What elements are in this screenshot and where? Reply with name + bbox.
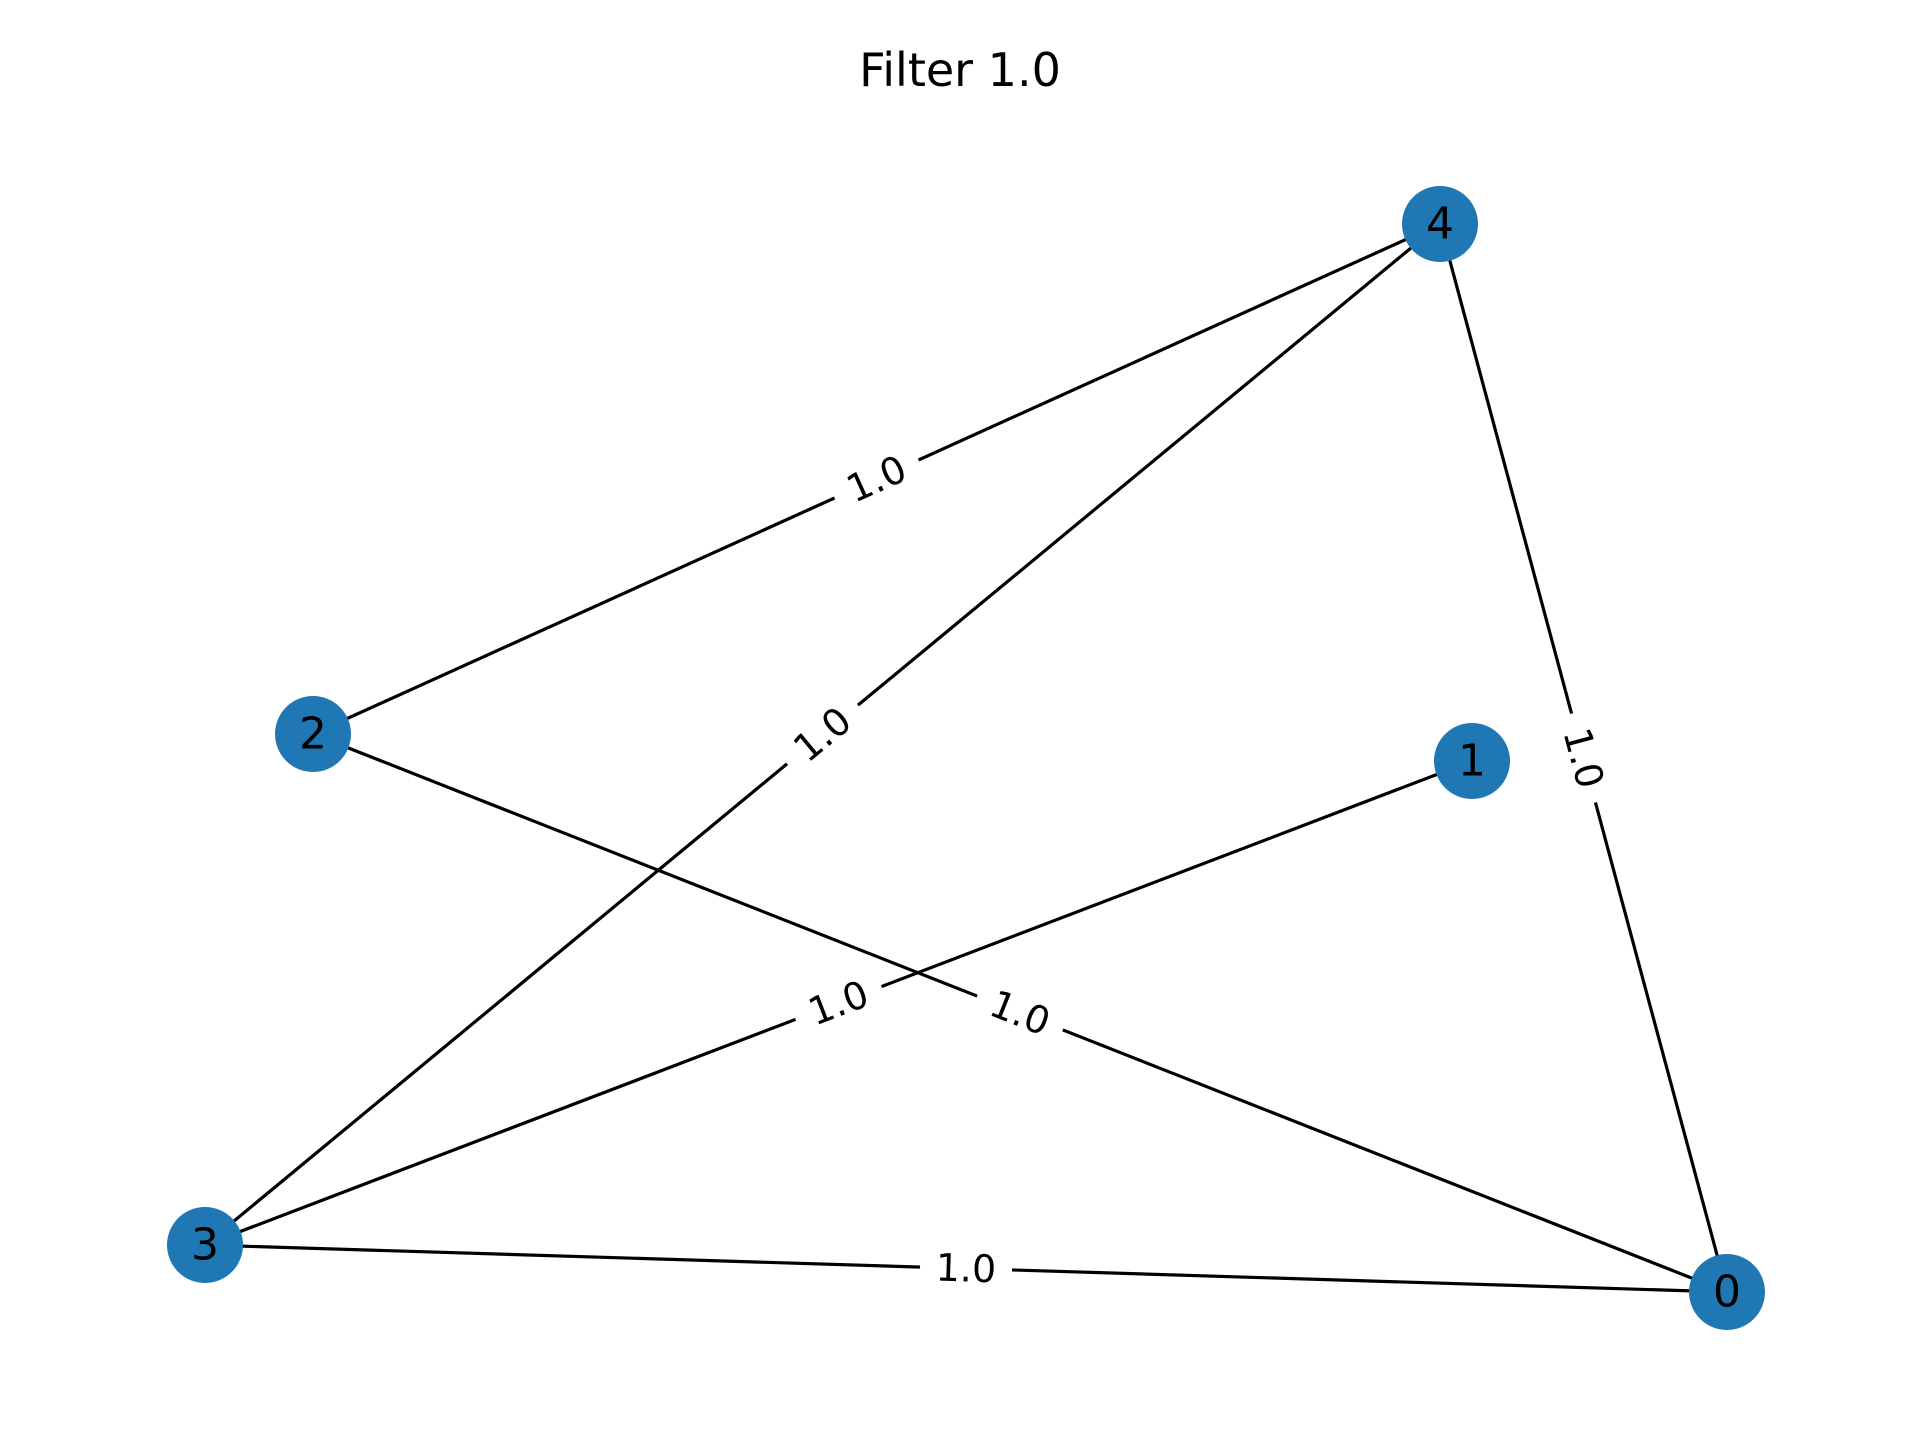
node-3 — [167, 1207, 243, 1283]
node-0 — [1689, 1254, 1765, 1330]
edge-label: 1.0 — [935, 1246, 997, 1292]
node-1 — [1434, 723, 1510, 799]
edge-label-group-3-4: 1.0 — [771, 686, 874, 783]
node-2 — [275, 696, 351, 772]
edge-label-group-4-0: 1.0 — [1548, 707, 1619, 809]
edge-label-group-3-0: 1.0 — [919, 1243, 1013, 1294]
diagram-title: Filter 1.0 — [859, 43, 1061, 97]
edge-label-background — [824, 438, 929, 520]
edge-label-background — [771, 686, 874, 783]
edge-label-background — [919, 1243, 1013, 1294]
node-label-3: 3 — [191, 1220, 219, 1271]
node-label-4: 4 — [1426, 199, 1454, 250]
edge-label-group-2-0: 1.0 — [968, 973, 1072, 1053]
node-4 — [1402, 186, 1478, 262]
edge-label-background — [968, 973, 1072, 1053]
node-label-2: 2 — [299, 709, 327, 760]
edge-label-background — [1548, 707, 1619, 809]
edge-label: 1.0 — [1554, 723, 1612, 793]
nodes-layer: 0 1 2 3 4 — [167, 186, 1765, 1330]
edge-label-group-2-4: 1.0 — [824, 438, 929, 520]
edge-label-background — [786, 964, 891, 1042]
edge-label-group-3-1: 1.0 — [786, 964, 891, 1042]
node-label-0: 0 — [1713, 1267, 1741, 1318]
node-label-1: 1 — [1458, 736, 1486, 787]
